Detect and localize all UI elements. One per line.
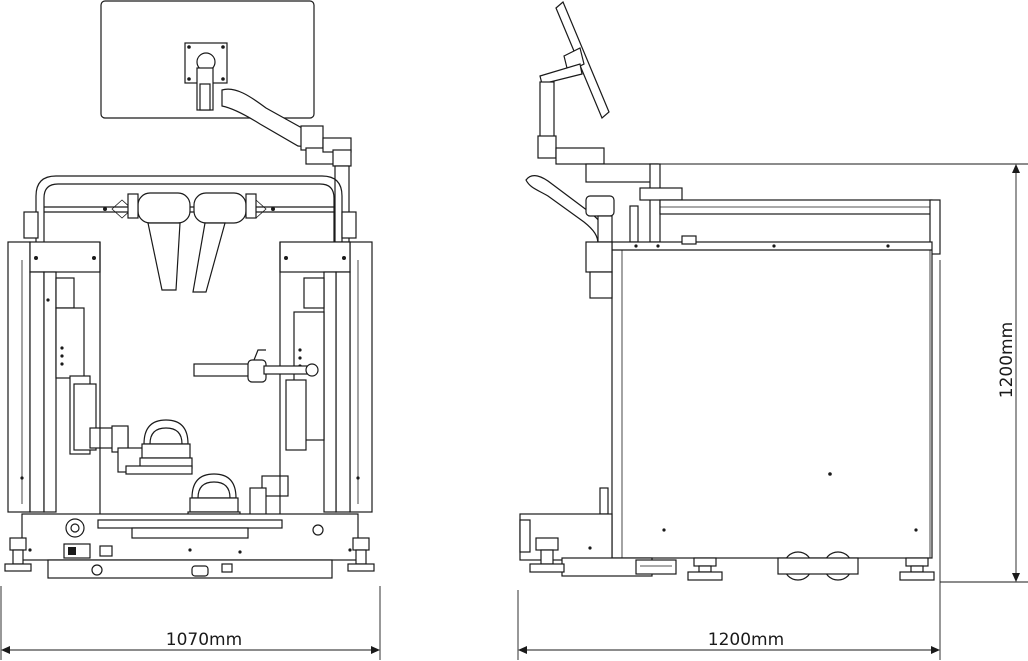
front-monitor [100, 0, 315, 119]
side-main-body [611, 235, 933, 559]
side-upper-rail [659, 199, 941, 255]
side-depth-label: 1200mm [708, 630, 784, 650]
front-width-label: 1070mm [166, 630, 242, 650]
side-handle [525, 175, 639, 245]
dimension-lines [0, 163, 1028, 660]
side-height-label: 1200mm [997, 322, 1017, 398]
front-foot-plates [125, 419, 241, 523]
front-monitor-arm [196, 67, 352, 243]
front-hand-bar [193, 349, 319, 383]
front-view [4, 0, 375, 579]
side-monitor [539, 1, 610, 119]
side-base [561, 551, 859, 581]
front-right-frame [249, 241, 373, 523]
side-leveling-feet [529, 537, 935, 581]
front-pelvic-support [127, 192, 257, 293]
side-front-column [519, 241, 613, 561]
side-view [519, 1, 941, 581]
front-left-frame [7, 241, 145, 516]
front-leveling-feet [4, 537, 375, 572]
front-base [21, 513, 359, 579]
